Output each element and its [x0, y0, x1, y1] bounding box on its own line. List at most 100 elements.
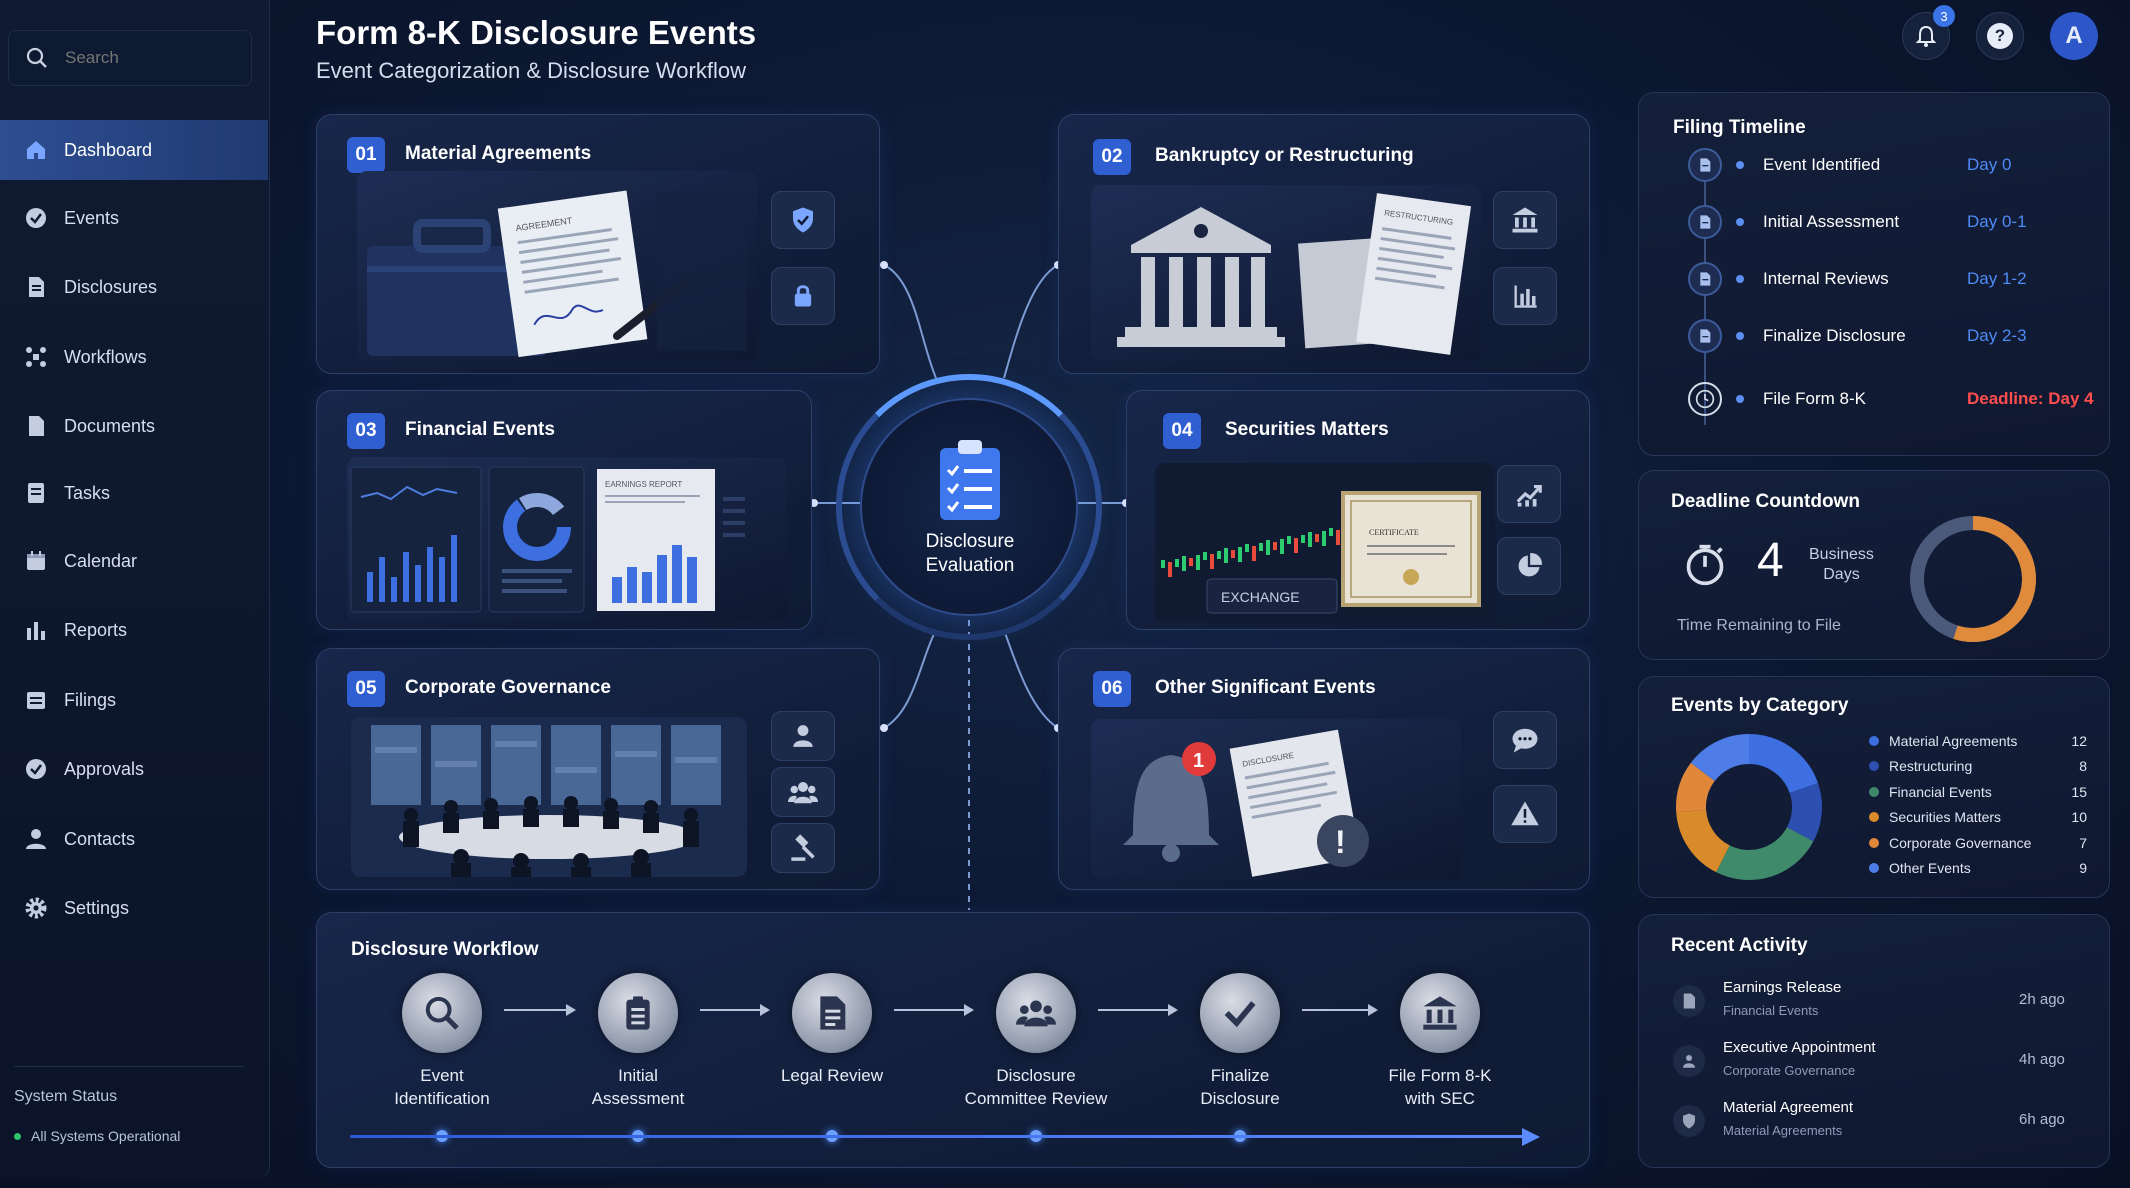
- hub-ring: [836, 374, 1102, 640]
- boardroom-illustration: [351, 717, 747, 877]
- candle: [1245, 544, 1249, 552]
- donut-slice-5: [1676, 734, 1822, 880]
- countdown-unit-line1: Business: [1809, 546, 1874, 563]
- card-securities-matters[interactable]: 04 Securities Matters EXCHANGE CERTIFICA…: [1126, 390, 1590, 630]
- card-financial-events[interactable]: 03 Financial Events EARNINGS REPORT: [316, 390, 812, 630]
- sidebar-item-documents[interactable]: Documents: [0, 396, 268, 456]
- card-title: Bankruptcy or Restructuring: [1155, 145, 1414, 166]
- sidebar-item-approvals[interactable]: Approvals: [0, 739, 268, 799]
- step-label-line2: with SEC: [1405, 1089, 1475, 1108]
- workflow-step-4[interactable]: [996, 973, 1076, 1053]
- timeline-dot: [1736, 218, 1744, 226]
- system-status-value: All Systems Operational: [31, 1128, 181, 1144]
- sidebar-item-events[interactable]: Events: [0, 188, 268, 248]
- gavel-icon: [791, 834, 815, 861]
- clipboard-icon: [626, 996, 650, 1030]
- card-other-significant-events[interactable]: 06 Other Significant Events 1 DISCLOSURE…: [1058, 648, 1590, 890]
- shield-icon: [1673, 1105, 1705, 1137]
- warning-button[interactable]: [1493, 785, 1557, 843]
- countdown-caption: Time Remaining to File: [1677, 617, 1841, 634]
- sidebar-item-filings[interactable]: Filings: [0, 670, 268, 730]
- activity-time: 4h ago: [2019, 1051, 2065, 1068]
- trend-button[interactable]: [1497, 465, 1561, 523]
- sidebar-item-label: Tasks: [64, 482, 111, 503]
- notification-badge: 3: [1933, 5, 1955, 27]
- workflow-step-6[interactable]: [1400, 973, 1480, 1053]
- sidebar-item-label: Documents: [64, 415, 156, 436]
- candle: [1322, 531, 1326, 546]
- sidebar-item-workflows[interactable]: Workflows: [0, 327, 268, 387]
- countdown-title: Deadline Countdown: [1671, 491, 1860, 512]
- card-bankruptcy-restructuring[interactable]: 02 Bankruptcy or Restructuring RESTRUCTU…: [1058, 114, 1590, 374]
- workflow-step-3[interactable]: [792, 973, 872, 1053]
- group-button[interactable]: [771, 767, 835, 817]
- countdown-number: 4: [1757, 534, 1784, 587]
- step-label-line1: Event: [420, 1066, 464, 1085]
- workflow-step-2[interactable]: [598, 973, 678, 1053]
- search-icon: [425, 996, 459, 1030]
- alert-illustration: 1 DISCLOSURE !: [1091, 719, 1461, 879]
- search-bar[interactable]: [8, 30, 252, 86]
- candle: [1175, 559, 1179, 567]
- timeline-dot: [1736, 161, 1744, 169]
- bell-icon: [1915, 25, 1937, 47]
- sidebar-item-contacts[interactable]: Contacts: [0, 809, 268, 869]
- legend-dot: [1869, 761, 1879, 772]
- timeline-label: Internal Reviews: [1763, 269, 1889, 288]
- bank-button[interactable]: [1493, 191, 1557, 249]
- chart-button[interactable]: [1493, 267, 1557, 325]
- workflow-step-5[interactable]: [1200, 973, 1280, 1053]
- card-title: Financial Events: [405, 419, 555, 440]
- card-number: 01: [347, 137, 385, 173]
- disclosure-workflow-panel: Disclosure Workflow: [316, 912, 1590, 1168]
- sidebar-item-calendar[interactable]: Calendar: [0, 531, 268, 591]
- timeline-label: Finalize Disclosure: [1763, 326, 1906, 345]
- approval-icon: [24, 757, 48, 781]
- legend-label: Securities Matters: [1889, 809, 2002, 826]
- candle: [1210, 554, 1214, 569]
- pie-button[interactable]: [1497, 537, 1561, 595]
- filings-icon: [24, 688, 48, 712]
- workflow-arrow-icon: [700, 1003, 770, 1017]
- notifications-button[interactable]: 3: [1902, 5, 1955, 60]
- workflow-step-1[interactable]: [402, 973, 482, 1053]
- help-button[interactable]: ?: [1976, 12, 2024, 60]
- shield-button[interactable]: [771, 191, 835, 249]
- avatar[interactable]: A: [2050, 12, 2098, 60]
- person-icon: [24, 827, 48, 851]
- gavel-button[interactable]: [771, 823, 835, 873]
- card-material-agreements[interactable]: 01 Material Agreements AGREEMENT: [316, 114, 880, 374]
- sidebar-item-tasks[interactable]: Tasks: [0, 463, 268, 523]
- search-input[interactable]: [65, 48, 225, 68]
- gauge-fill: [1910, 516, 2036, 642]
- sidebar-item-disclosures[interactable]: Disclosures: [0, 257, 268, 317]
- sidebar-item-settings[interactable]: Settings: [0, 878, 268, 938]
- card-corporate-governance[interactable]: 05 Corporate Governance: [316, 648, 880, 890]
- person-button[interactable]: [771, 711, 835, 761]
- card-title: Other Significant Events: [1155, 677, 1376, 698]
- sidebar: Dashboard Events Disclosures Workflows D…: [0, 0, 270, 1180]
- sidebar-item-reports[interactable]: Reports: [0, 600, 268, 660]
- bank-icon: [1423, 996, 1457, 1030]
- checkmark-icon: [1224, 1001, 1256, 1028]
- comment-button[interactable]: [1493, 711, 1557, 769]
- lock-button[interactable]: [771, 267, 835, 325]
- lock-icon: [794, 285, 812, 307]
- sidebar-item-dashboard[interactable]: Dashboard: [0, 120, 268, 180]
- sidebar-item-label: Approvals: [64, 758, 145, 779]
- legend-count: 8: [2079, 758, 2087, 775]
- candle: [1203, 552, 1207, 560]
- financial-illustration: EARNINGS REPORT: [347, 457, 787, 621]
- candle: [1266, 540, 1270, 555]
- activity-title: Executive Appointment: [1723, 1039, 1876, 1056]
